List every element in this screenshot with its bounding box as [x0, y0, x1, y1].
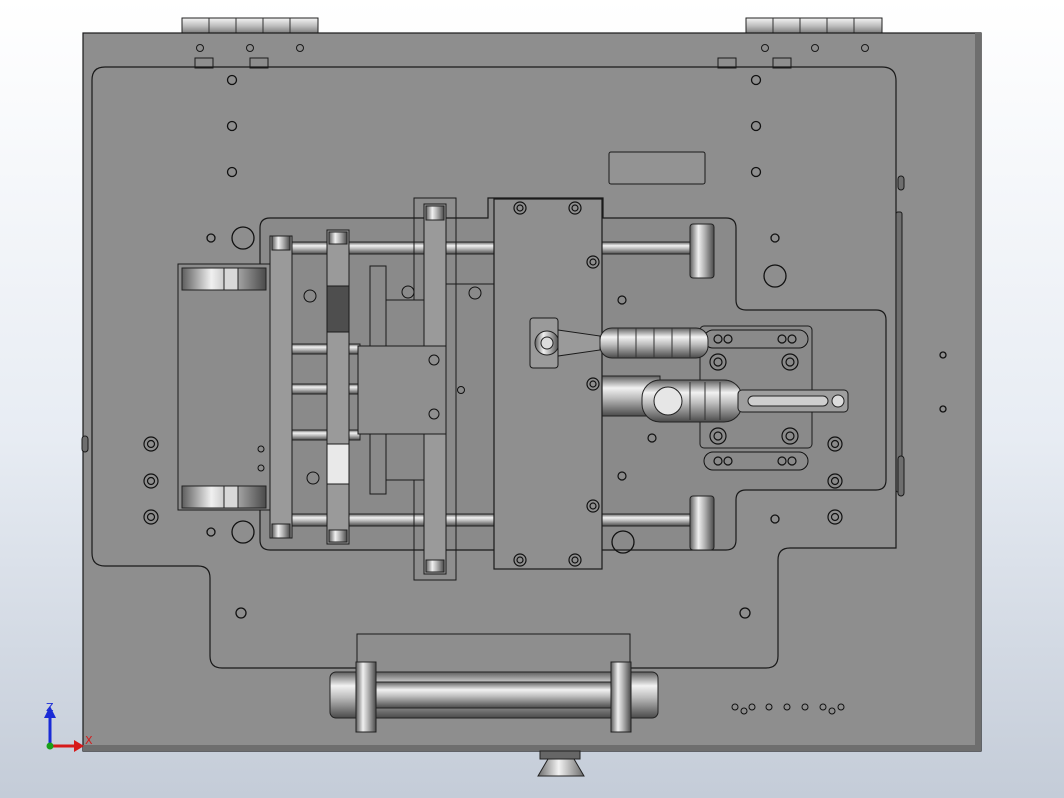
hinge-left[interactable]	[181, 17, 319, 35]
hinge-right[interactable]	[745, 17, 883, 35]
center-block[interactable]	[303, 265, 494, 495]
label-recess	[608, 151, 706, 185]
axis-triad[interactable]	[44, 706, 84, 752]
clamp-plates[interactable]	[269, 197, 457, 581]
triad-origin	[46, 742, 54, 750]
toggle-clamp-handle[interactable]	[529, 317, 709, 369]
pocket-outline	[91, 66, 897, 669]
main-clamp-plate[interactable]	[493, 198, 657, 570]
left-slide-block[interactable]	[177, 263, 271, 511]
left-bolt-holes[interactable]	[143, 436, 843, 525]
rod-end-caps[interactable]	[689, 223, 715, 551]
bottom-handle[interactable]	[329, 633, 659, 733]
toggle-clamp-lever[interactable]	[641, 379, 849, 423]
leveling-foot[interactable]	[537, 750, 585, 777]
